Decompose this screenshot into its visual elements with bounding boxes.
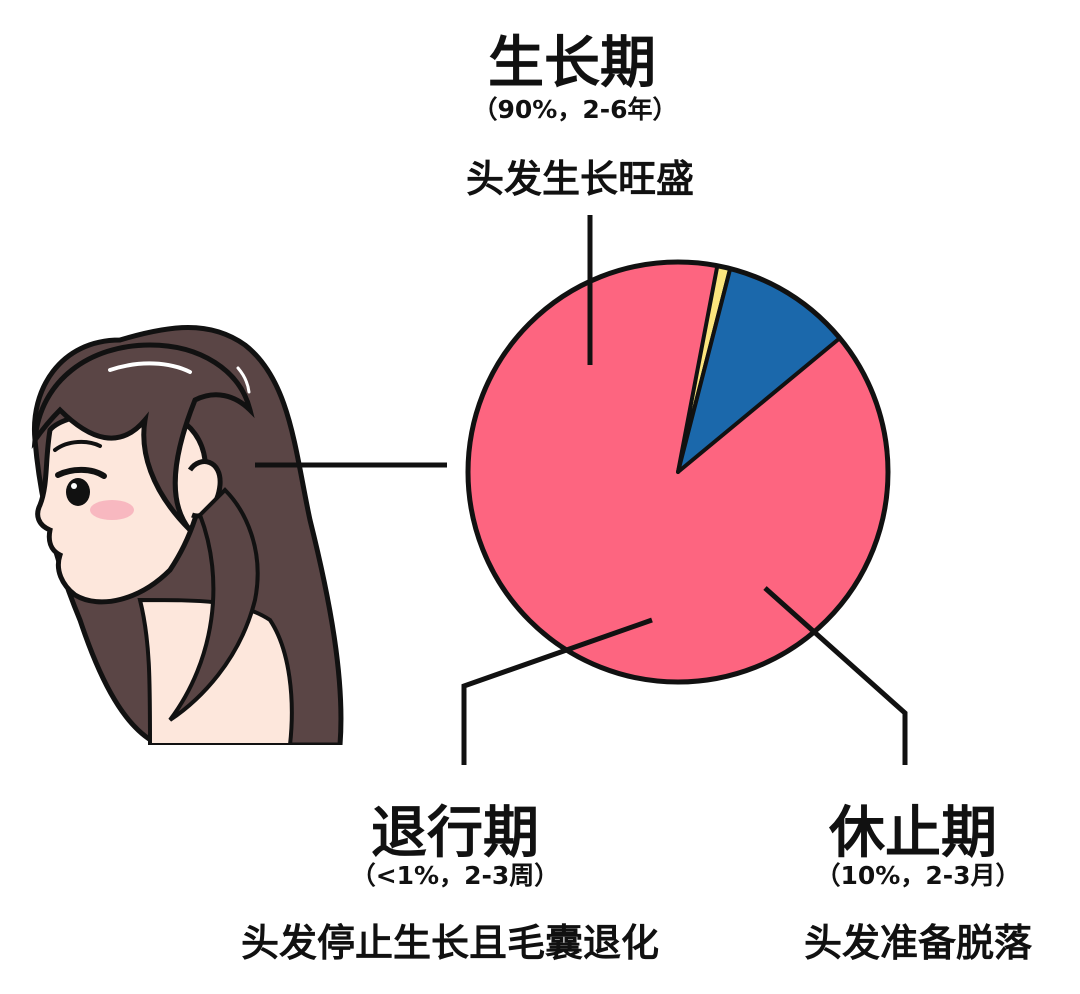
woman-head-icon bbox=[31, 325, 344, 745]
resting-phase-sub: （10%，2-3月） bbox=[815, 861, 1021, 890]
growth-phase-desc: 头发生长旺盛 bbox=[465, 157, 695, 201]
resting-phase-desc: 头发准备脱落 bbox=[803, 921, 1033, 965]
eyebrow bbox=[53, 439, 102, 452]
regression-leader-line bbox=[461, 617, 653, 765]
regression-phase-sub: （<1%，2-3周） bbox=[350, 861, 560, 890]
fringe bbox=[31, 342, 255, 532]
resting-phase-title: 休止期 bbox=[829, 801, 997, 866]
pie-outline bbox=[465, 259, 891, 685]
eyelid bbox=[55, 466, 107, 479]
blush bbox=[90, 500, 134, 520]
growth-phase-sub: （90%，2-6年） bbox=[472, 95, 678, 124]
resting-leader-line bbox=[763, 586, 908, 765]
growth-phase-title: 生长期 bbox=[488, 31, 656, 96]
hair-strand bbox=[168, 487, 260, 722]
regression-phase-title: 退行期 bbox=[371, 801, 539, 866]
regression-phase-desc: 头发停止生长且毛囊退化 bbox=[240, 921, 660, 965]
